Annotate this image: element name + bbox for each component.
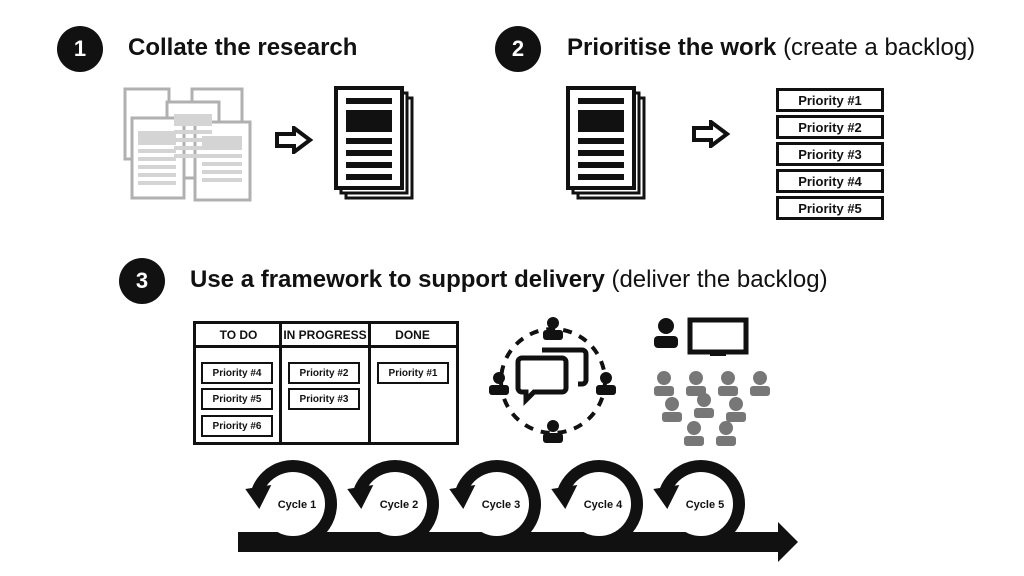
delivery-cycles-diagram: Cycle 1 Cycle 2 Cycle 3 Cycle 4 Cycle 5 <box>238 460 798 562</box>
step-2-subtitle: (create a backlog) <box>783 34 976 61</box>
step-3-title-text: Use a framework to support delivery <box>190 266 605 293</box>
cycle-loop-arc <box>353 460 439 543</box>
kanban-divider <box>279 324 282 442</box>
cycle-loop: Cycle 2 <box>347 460 439 543</box>
arrow-right-icon-2 <box>692 120 731 148</box>
kanban-column-inprogress-header: IN PROGRESS <box>281 324 369 348</box>
cycle-loop-inner <box>669 472 733 536</box>
kanban-column-done-header: DONE <box>369 324 456 348</box>
step-2-badge: 2 <box>495 26 541 72</box>
cycle-loop-arc <box>659 460 745 543</box>
step-3-title: Use a framework to support delivery (del… <box>190 266 828 294</box>
step-2-title: Prioritise the work (create a backlog) <box>567 34 975 62</box>
cycle-loop: Cycle 5 <box>653 460 745 543</box>
step-2-title-text: Prioritise the work <box>567 34 777 61</box>
kanban-card: Priority #2 <box>288 362 360 384</box>
cycle-loop-inner <box>465 472 529 536</box>
step-3-subtitle: (deliver the backlog) <box>611 266 828 293</box>
research-documents-icon <box>123 87 252 202</box>
cycle-loop-arc <box>455 460 541 543</box>
backlog-list: Priority #1 Priority #2 Priority #3 Prio… <box>776 88 886 224</box>
kanban-card: Priority #3 <box>288 388 360 410</box>
kanban-divider <box>368 324 371 442</box>
kanban-card: Priority #5 <box>201 388 273 410</box>
kanban-card: Priority #4 <box>201 362 273 384</box>
step-1-title-text: Collate the research <box>128 34 358 61</box>
cycle-loop-inner <box>261 472 325 536</box>
cycle-arrowhead <box>653 485 680 510</box>
backlog-item: Priority #3 <box>776 142 884 166</box>
report-document-icon-2 <box>566 86 646 200</box>
kanban-column-todo-header: TO DO <box>196 324 281 348</box>
cycle-arrowhead <box>449 485 476 510</box>
kanban-card: Priority #6 <box>201 415 273 437</box>
team-collaboration-icon <box>489 317 616 443</box>
kanban-card: Priority #1 <box>377 362 449 384</box>
cycle-loop: Cycle 1 <box>245 460 337 543</box>
backlog-item: Priority #1 <box>776 88 884 112</box>
presentation-audience-icon <box>654 317 770 446</box>
step-3-badge: 3 <box>119 258 165 304</box>
cycle-label: Cycle 3 <box>482 499 521 511</box>
cycle-loop-inner <box>363 472 427 536</box>
cycle-label: Cycle 1 <box>278 499 317 511</box>
backlog-item: Priority #5 <box>776 196 884 220</box>
cycle-loop: Cycle 3 <box>449 460 541 543</box>
arrow-right-icon <box>275 126 314 154</box>
cycle-arrowhead <box>551 485 578 510</box>
kanban-board: TO DO IN PROGRESS DONE Priority #4 Prior… <box>193 321 459 445</box>
step-1-title: Collate the research <box>128 34 357 62</box>
cycle-loop: Cycle 4 <box>551 460 643 543</box>
cycle-loop-arc <box>251 460 337 543</box>
cycle-label: Cycle 4 <box>584 499 623 511</box>
cycle-loop-inner <box>567 472 631 536</box>
backlog-item: Priority #4 <box>776 169 884 193</box>
step-1-badge: 1 <box>57 26 103 72</box>
cycle-label: Cycle 2 <box>380 499 419 511</box>
cycle-label: Cycle 5 <box>686 499 725 511</box>
backlog-item: Priority #2 <box>776 115 884 139</box>
cycle-loop-arc <box>557 460 643 543</box>
cycle-arrowhead <box>245 485 272 510</box>
cycle-arrowhead <box>347 485 374 510</box>
report-document-icon <box>334 86 414 200</box>
